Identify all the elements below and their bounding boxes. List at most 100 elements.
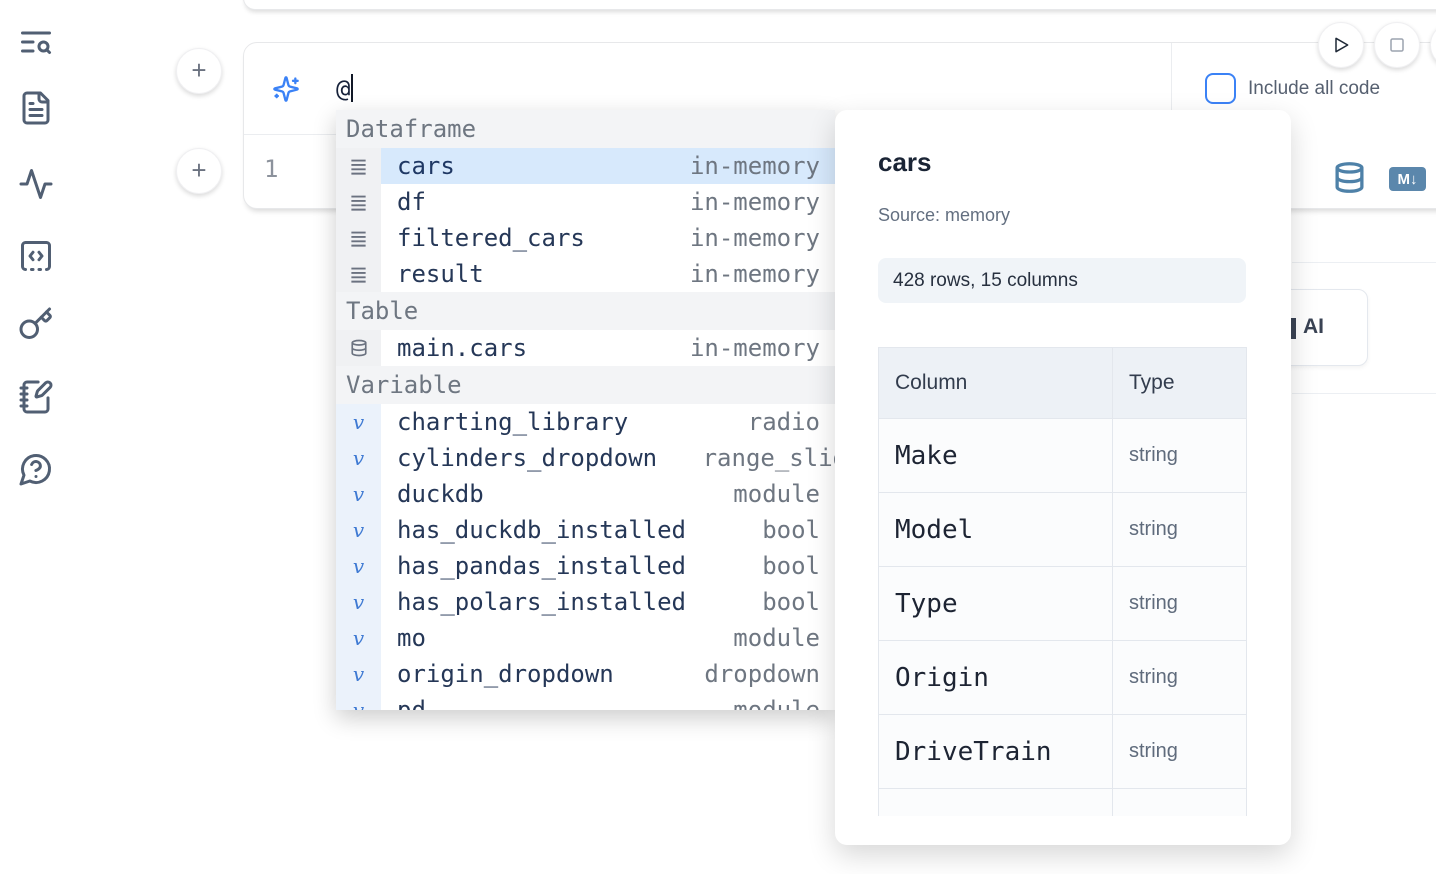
- database-icon[interactable]: [1333, 161, 1366, 194]
- item-icon-gutter: v: [336, 512, 381, 548]
- item-icon-gutter: [336, 256, 381, 292]
- preview-source: Source: memory: [878, 205, 1011, 225]
- code-snippets-icon[interactable]: [18, 238, 54, 274]
- autocomplete-item-result[interactable]: result in-memory: [336, 256, 835, 292]
- variable-icon: v: [352, 518, 365, 542]
- add-cell-button-top[interactable]: +: [176, 48, 222, 94]
- run-cell-button[interactable]: [1318, 22, 1364, 68]
- item-icon-gutter: v: [336, 692, 381, 710]
- item-name: cars: [397, 152, 455, 180]
- item-name: charting_library: [397, 408, 629, 436]
- column-name-cell: [878, 788, 1113, 816]
- help-chat-icon[interactable]: [18, 451, 54, 487]
- code-editor-row[interactable]: 1 M↓: [244, 135, 1436, 207]
- scratchpad-icon[interactable]: [18, 379, 54, 415]
- autocomplete-item-has_polars_installed[interactable]: v has_polars_installed bool: [336, 584, 835, 620]
- item-icon-gutter: v: [336, 404, 381, 440]
- item-type: in-memory: [689, 260, 820, 288]
- item-name: df: [397, 188, 426, 216]
- item-name: cylinders_dropdown: [397, 444, 658, 472]
- schema-header-type: Type: [1112, 347, 1247, 419]
- item-name: duckdb: [397, 480, 484, 508]
- variable-icon: v: [352, 626, 365, 650]
- item-name: origin_dropdown: [397, 660, 614, 688]
- stop-button[interactable]: [1374, 22, 1420, 68]
- ai-options: Include all code: [1171, 43, 1436, 134]
- item-icon-gutter: v: [336, 476, 381, 512]
- item-icon-gutter: v: [336, 440, 381, 476]
- ai-prompt-input[interactable]: @: [336, 74, 354, 103]
- autocomplete-item-cylinders_dropdown[interactable]: v cylinders_dropdown range_slider: [336, 440, 835, 476]
- preview-title: cars: [878, 147, 932, 177]
- item-icon-gutter: v: [336, 656, 381, 692]
- item-type: dropdown: [704, 660, 820, 688]
- line-number: 1: [264, 155, 279, 183]
- column-name-cell: Make: [878, 418, 1113, 493]
- plus-icon: +: [191, 55, 207, 85]
- file-text-icon[interactable]: [18, 90, 54, 126]
- item-type: radio: [747, 408, 820, 436]
- item-icon-gutter: [336, 148, 381, 184]
- autocomplete-item-df[interactable]: df in-memory: [336, 184, 835, 220]
- item-type: in-memory: [689, 188, 820, 216]
- text-caret: [351, 74, 354, 102]
- item-type: bool: [762, 588, 820, 616]
- schema-row: [878, 788, 1247, 816]
- left-sidebar: [0, 0, 72, 874]
- autocomplete-section-header: Variable: [336, 366, 835, 404]
- add-cell-button-bottom[interactable]: +: [176, 148, 222, 194]
- background-divider: [1292, 262, 1436, 263]
- item-type: range_slider: [702, 444, 835, 472]
- item-type: module: [733, 480, 820, 508]
- rows-icon: [351, 159, 366, 175]
- play-icon: [1335, 37, 1349, 53]
- item-name: has_polars_installed: [397, 588, 686, 616]
- item-type: in-memory: [689, 224, 820, 252]
- autocomplete-section-header: Table: [336, 292, 835, 330]
- autocomplete-item-origin_dropdown[interactable]: v origin_dropdown dropdown: [336, 656, 835, 692]
- database-icon: [350, 339, 367, 357]
- variable-icon: v: [352, 446, 365, 470]
- item-name: result: [397, 260, 484, 288]
- dataframe-preview-popup: cars Source: memory 428 rows, 15 columns…: [835, 110, 1291, 845]
- ai-button-label: AI: [1303, 315, 1324, 338]
- item-name: mo: [397, 624, 426, 652]
- markdown-icon[interactable]: M↓: [1389, 167, 1426, 191]
- item-type: module: [733, 624, 820, 652]
- schema-header-column: Column: [878, 347, 1113, 419]
- variable-icon: v: [352, 554, 365, 578]
- item-type: bool: [762, 552, 820, 580]
- autocomplete-item-mo[interactable]: v mo module: [336, 620, 835, 656]
- column-name-cell: DriveTrain: [878, 714, 1113, 789]
- include-all-code-checkbox[interactable]: [1205, 73, 1236, 104]
- key-icon[interactable]: [18, 306, 54, 342]
- item-icon-gutter: [336, 220, 381, 256]
- stop-icon: [1390, 38, 1404, 52]
- variable-icon: v: [352, 590, 365, 614]
- column-type-cell: string: [1112, 566, 1247, 641]
- column-type-cell: string: [1112, 640, 1247, 715]
- rows-icon: [351, 195, 366, 211]
- autocomplete-item-charting_library[interactable]: v charting_library radio: [336, 404, 835, 440]
- item-name: has_duckdb_installed: [397, 516, 686, 544]
- clipped-letter-fragment: [1291, 318, 1296, 339]
- column-name-cell: Model: [878, 492, 1113, 567]
- autocomplete-section-header: Dataframe: [336, 110, 835, 148]
- text-search-icon[interactable]: [18, 24, 54, 60]
- activity-icon[interactable]: [18, 166, 54, 202]
- previous-cell-edge: [243, 0, 1436, 10]
- shape-badge: 428 rows, 15 columns: [878, 258, 1246, 303]
